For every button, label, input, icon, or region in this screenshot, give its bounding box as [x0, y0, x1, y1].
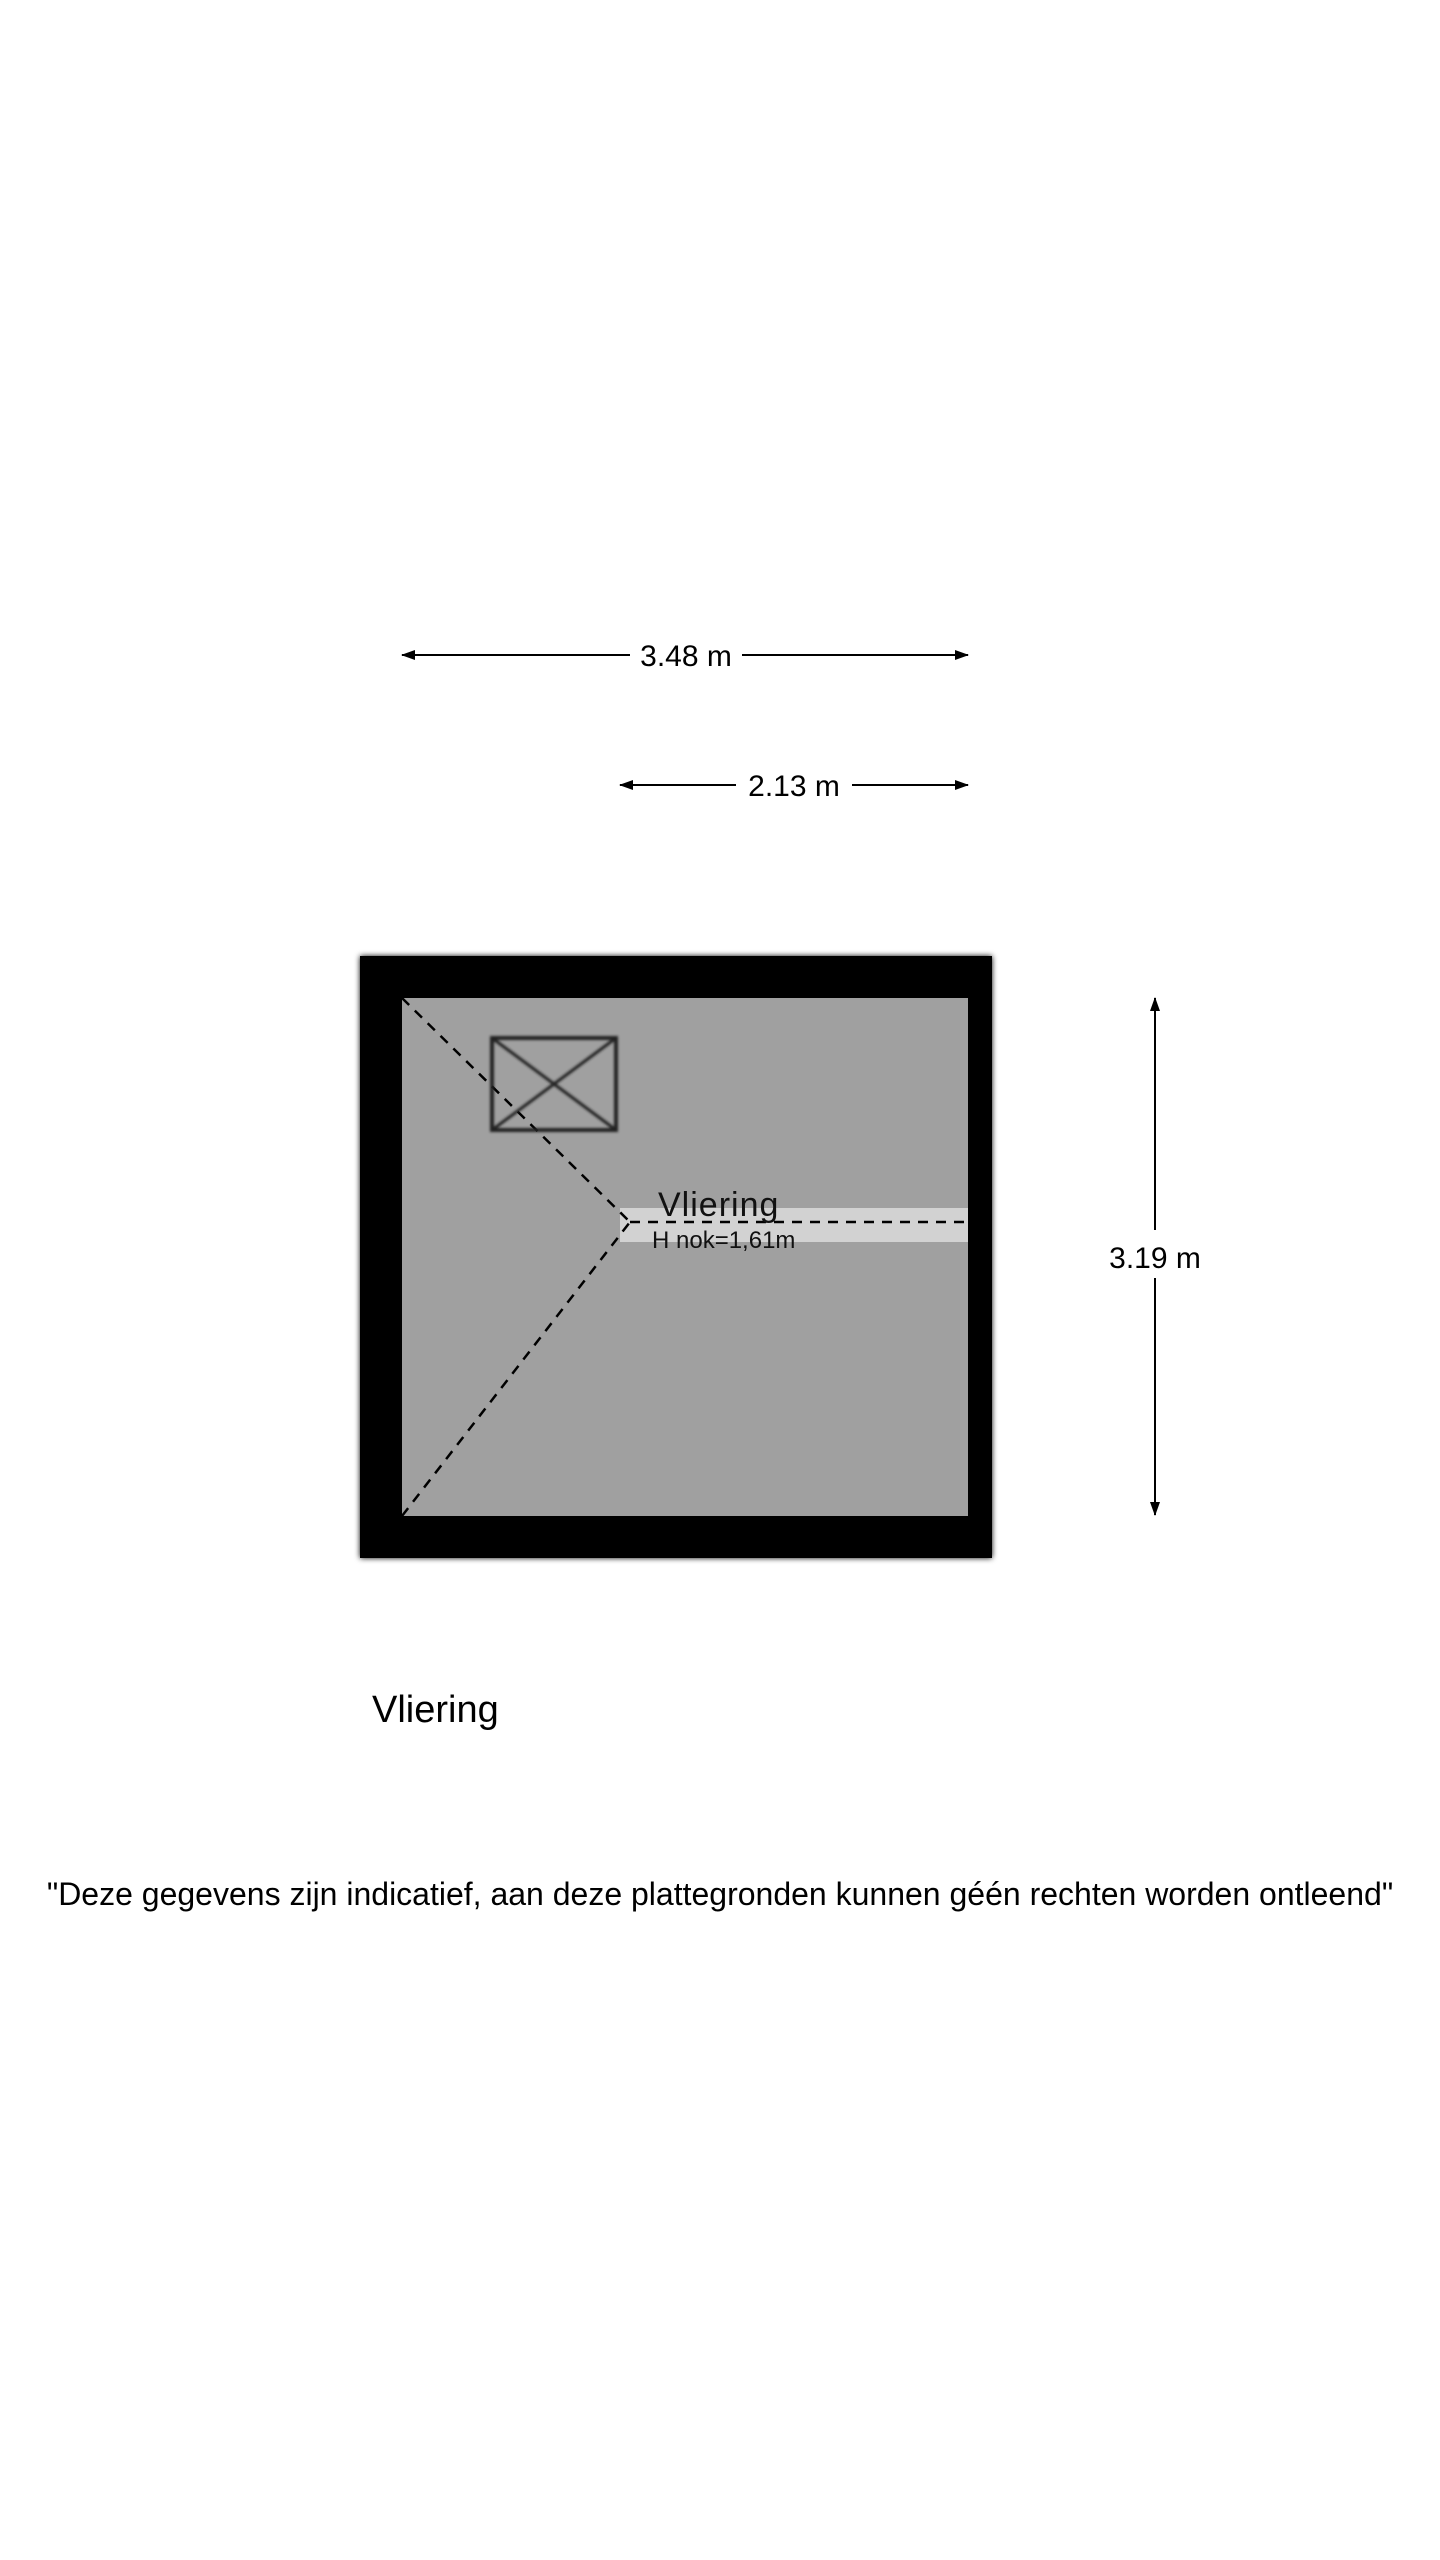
dimension-inner-width: 2.13 m: [619, 770, 969, 803]
disclaimer-text: "Deze gegevens zijn indicatief, aan deze…: [46, 1876, 1394, 1912]
dimension-top-width-label: 3.48 m: [640, 640, 732, 673]
room-vliering: Vliering H nok=1,61m: [360, 956, 992, 1558]
roof-line-lower: [401, 1221, 631, 1517]
room-name-label: Vliering: [658, 1186, 779, 1224]
floor-title: Vliering: [372, 1689, 499, 1731]
dimension-height: 3.19 m: [1109, 997, 1201, 1516]
dimension-height-label: 3.19 m: [1109, 1242, 1201, 1275]
roof-hatch-icon: [490, 1036, 618, 1132]
floor-area: [402, 998, 968, 1516]
dimension-top-width: 3.48 m: [401, 640, 969, 673]
room-ridge-height-label: H nok=1,61m: [652, 1227, 795, 1254]
dimension-inner-width-label: 2.13 m: [748, 770, 840, 803]
ridge-band: [620, 1208, 968, 1242]
